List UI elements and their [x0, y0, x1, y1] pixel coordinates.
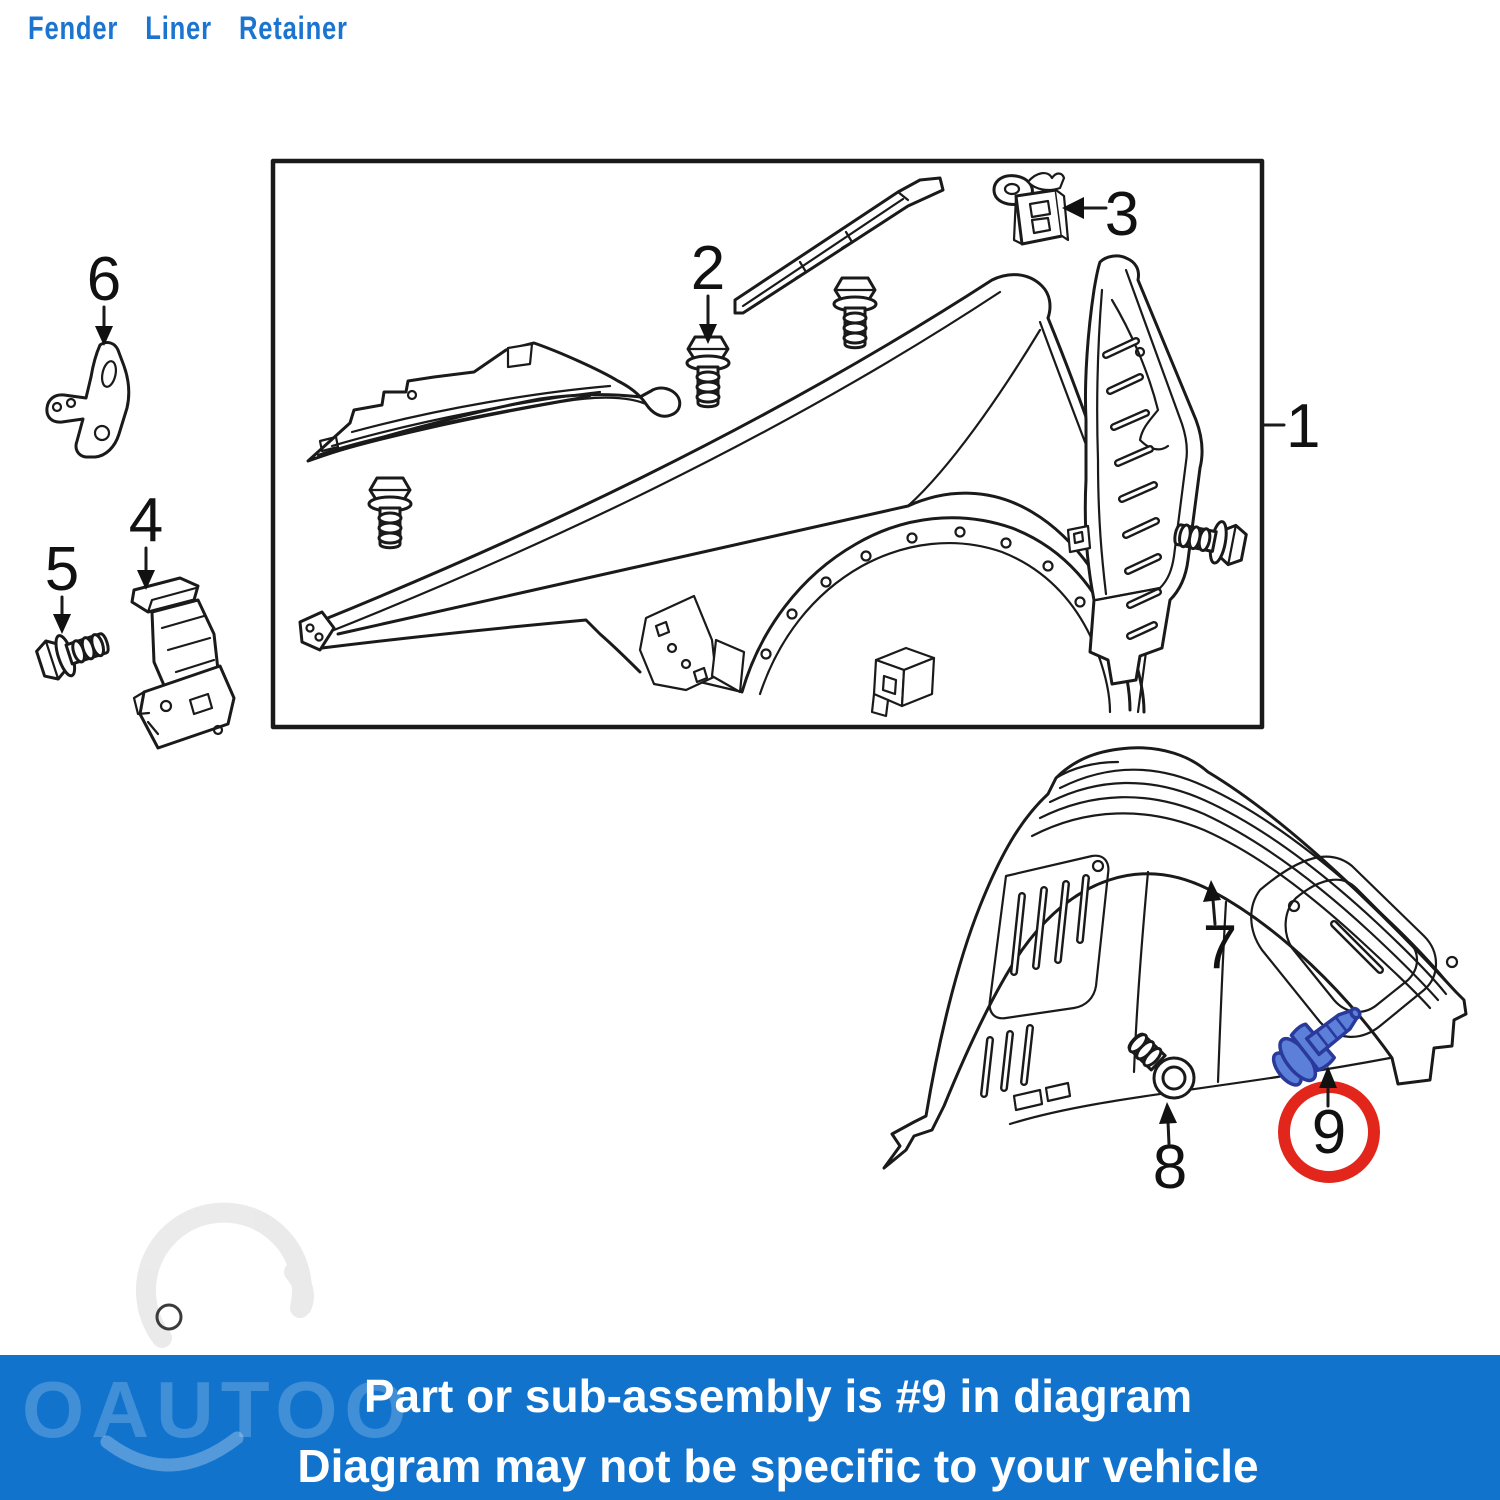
watermark-swirl: [135, 1202, 314, 1348]
pillar-applique: [1066, 254, 1204, 686]
arrow-2: [699, 294, 717, 344]
fender-garnish: [306, 341, 682, 463]
arrow-6: [95, 305, 113, 346]
cowl-strip: [733, 176, 945, 315]
arrow-8: [1159, 1102, 1177, 1146]
bracket-part6: [45, 341, 131, 459]
arrow-5: [53, 595, 71, 634]
banner-line-2: Diagram may not be specific to your vehi…: [297, 1440, 1259, 1492]
arrow-3: [1062, 197, 1108, 219]
screw-part8: [1118, 1023, 1204, 1108]
label-6: 6: [87, 245, 121, 314]
watermark-text: OAUTOO: [22, 1365, 414, 1454]
arrow-7: [1203, 880, 1221, 926]
part-labels: 1 2 3 4 5 6: [45, 180, 1346, 1202]
banner-line-1: Part or sub-assembly is #9 in diagram: [363, 1370, 1193, 1422]
bolt-part5: [32, 620, 115, 686]
bolt-part2: [685, 335, 731, 409]
watermark-smile-arc: [100, 1431, 244, 1472]
info-banner: Part or sub-assembly is #9 in diagram Di…: [0, 1355, 1500, 1500]
liner-slots: [980, 874, 1090, 1098]
label-5: 5: [45, 535, 79, 604]
fender-liner-part7: [882, 746, 1468, 1170]
bolt-garnish: [367, 476, 413, 550]
label-4: 4: [129, 486, 163, 555]
part1-fender-assembly: [270, 158, 1286, 730]
bracket-part4: [130, 576, 236, 750]
retainer-clip-part9: [1271, 1006, 1362, 1087]
label-2: 2: [691, 234, 725, 303]
arrow-9: [1319, 1066, 1337, 1108]
assembly-frame: [270, 158, 1265, 730]
label-1: 1: [1286, 392, 1320, 461]
label-7: 7: [1203, 913, 1237, 982]
label-9: 9: [1312, 1098, 1346, 1167]
bracket-part3: [992, 172, 1070, 246]
arrow-4: [137, 546, 155, 590]
page-title: Fender Liner Retainer: [28, 10, 348, 46]
bolt-cowl: [832, 276, 878, 350]
label-3: 3: [1105, 180, 1139, 249]
applique-hatch-slots: [1102, 337, 1162, 640]
